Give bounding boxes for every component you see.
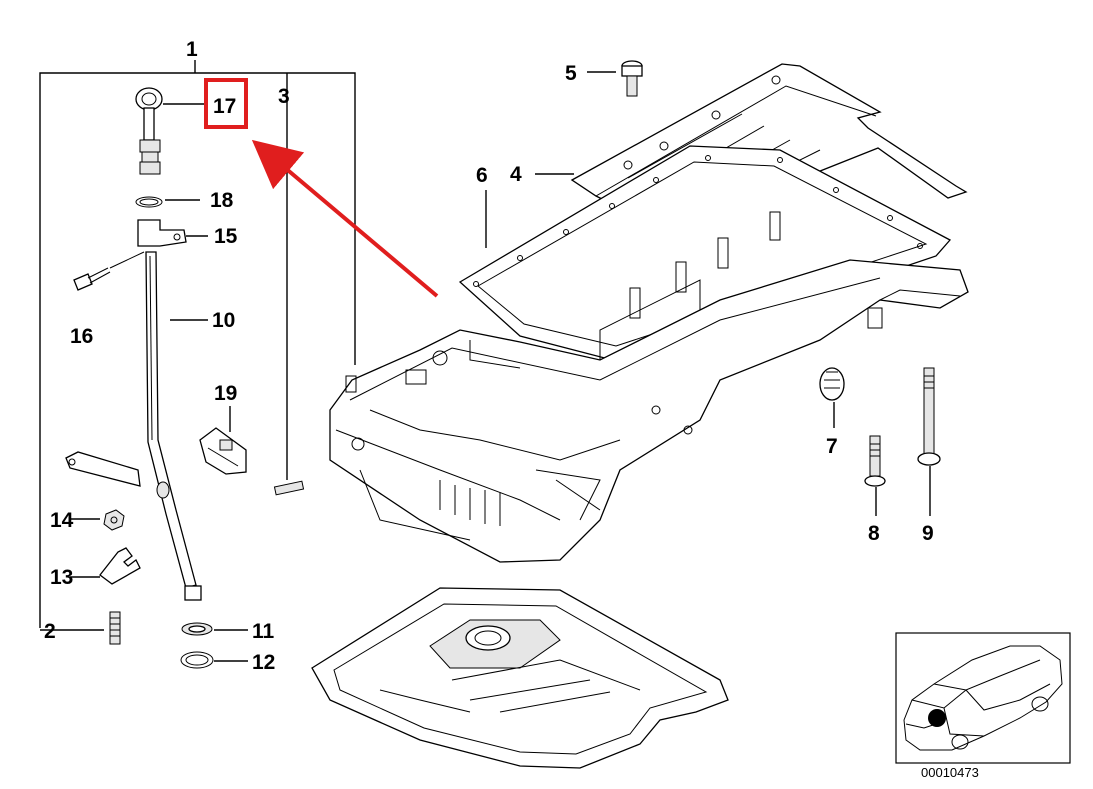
seal-ring-11 (181, 622, 213, 636)
lower-oil-pan (311, 587, 729, 769)
guide-tube-10 (65, 251, 202, 601)
diagram-code: 00010473 (921, 765, 979, 780)
stud-3 (273, 480, 305, 496)
nut-14 (103, 509, 125, 531)
callout-labels: 1 3 5 4 6 18 15 10 16 19 7 8 9 14 13 2 1… (44, 38, 934, 674)
o-ring-18 (135, 196, 163, 208)
callout-3: 3 (278, 85, 290, 108)
stud-2 (109, 611, 121, 645)
callout-8: 8 (868, 522, 880, 545)
callout-18: 18 (210, 189, 234, 212)
drain-plug-7 (819, 367, 845, 401)
callout-15: 15 (214, 225, 238, 248)
gasket-6 (458, 145, 952, 363)
callout-5: 5 (565, 62, 577, 85)
seal-ring-12 (180, 651, 214, 669)
clip-13 (99, 547, 141, 585)
callout-9: 9 (922, 522, 934, 545)
bolt-9 (917, 367, 941, 466)
callout-1: 1 (186, 38, 198, 61)
bolt-16 (73, 251, 145, 291)
callout-6: 6 (476, 164, 488, 187)
highlight-arrow (251, 139, 439, 298)
highlight-box (204, 78, 248, 129)
callout-12: 12 (252, 651, 275, 674)
leader-lines (40, 71, 931, 662)
bolt-8 (864, 435, 886, 487)
upper-oil-pan (329, 211, 969, 563)
callout-2: 2 (44, 620, 56, 643)
dipstick-handle (135, 87, 163, 175)
callout-17: 17 (213, 95, 236, 118)
callout-13: 13 (50, 566, 73, 589)
location-marker-icon (928, 709, 946, 727)
bolt-5 (621, 60, 643, 97)
callout-4: 4 (510, 163, 522, 186)
callout-7: 7 (826, 435, 838, 458)
callout-14: 14 (50, 509, 74, 532)
vehicle-locator-inset: 00010473 (895, 632, 1071, 780)
highlight-17: 17 (204, 78, 439, 298)
guide-tube-bracket-15 (137, 219, 187, 247)
holder-19 (199, 427, 247, 475)
callout-19: 19 (214, 382, 237, 405)
callout-16: 16 (70, 325, 93, 348)
callout-11: 11 (252, 620, 275, 643)
callout-10: 10 (212, 309, 235, 332)
